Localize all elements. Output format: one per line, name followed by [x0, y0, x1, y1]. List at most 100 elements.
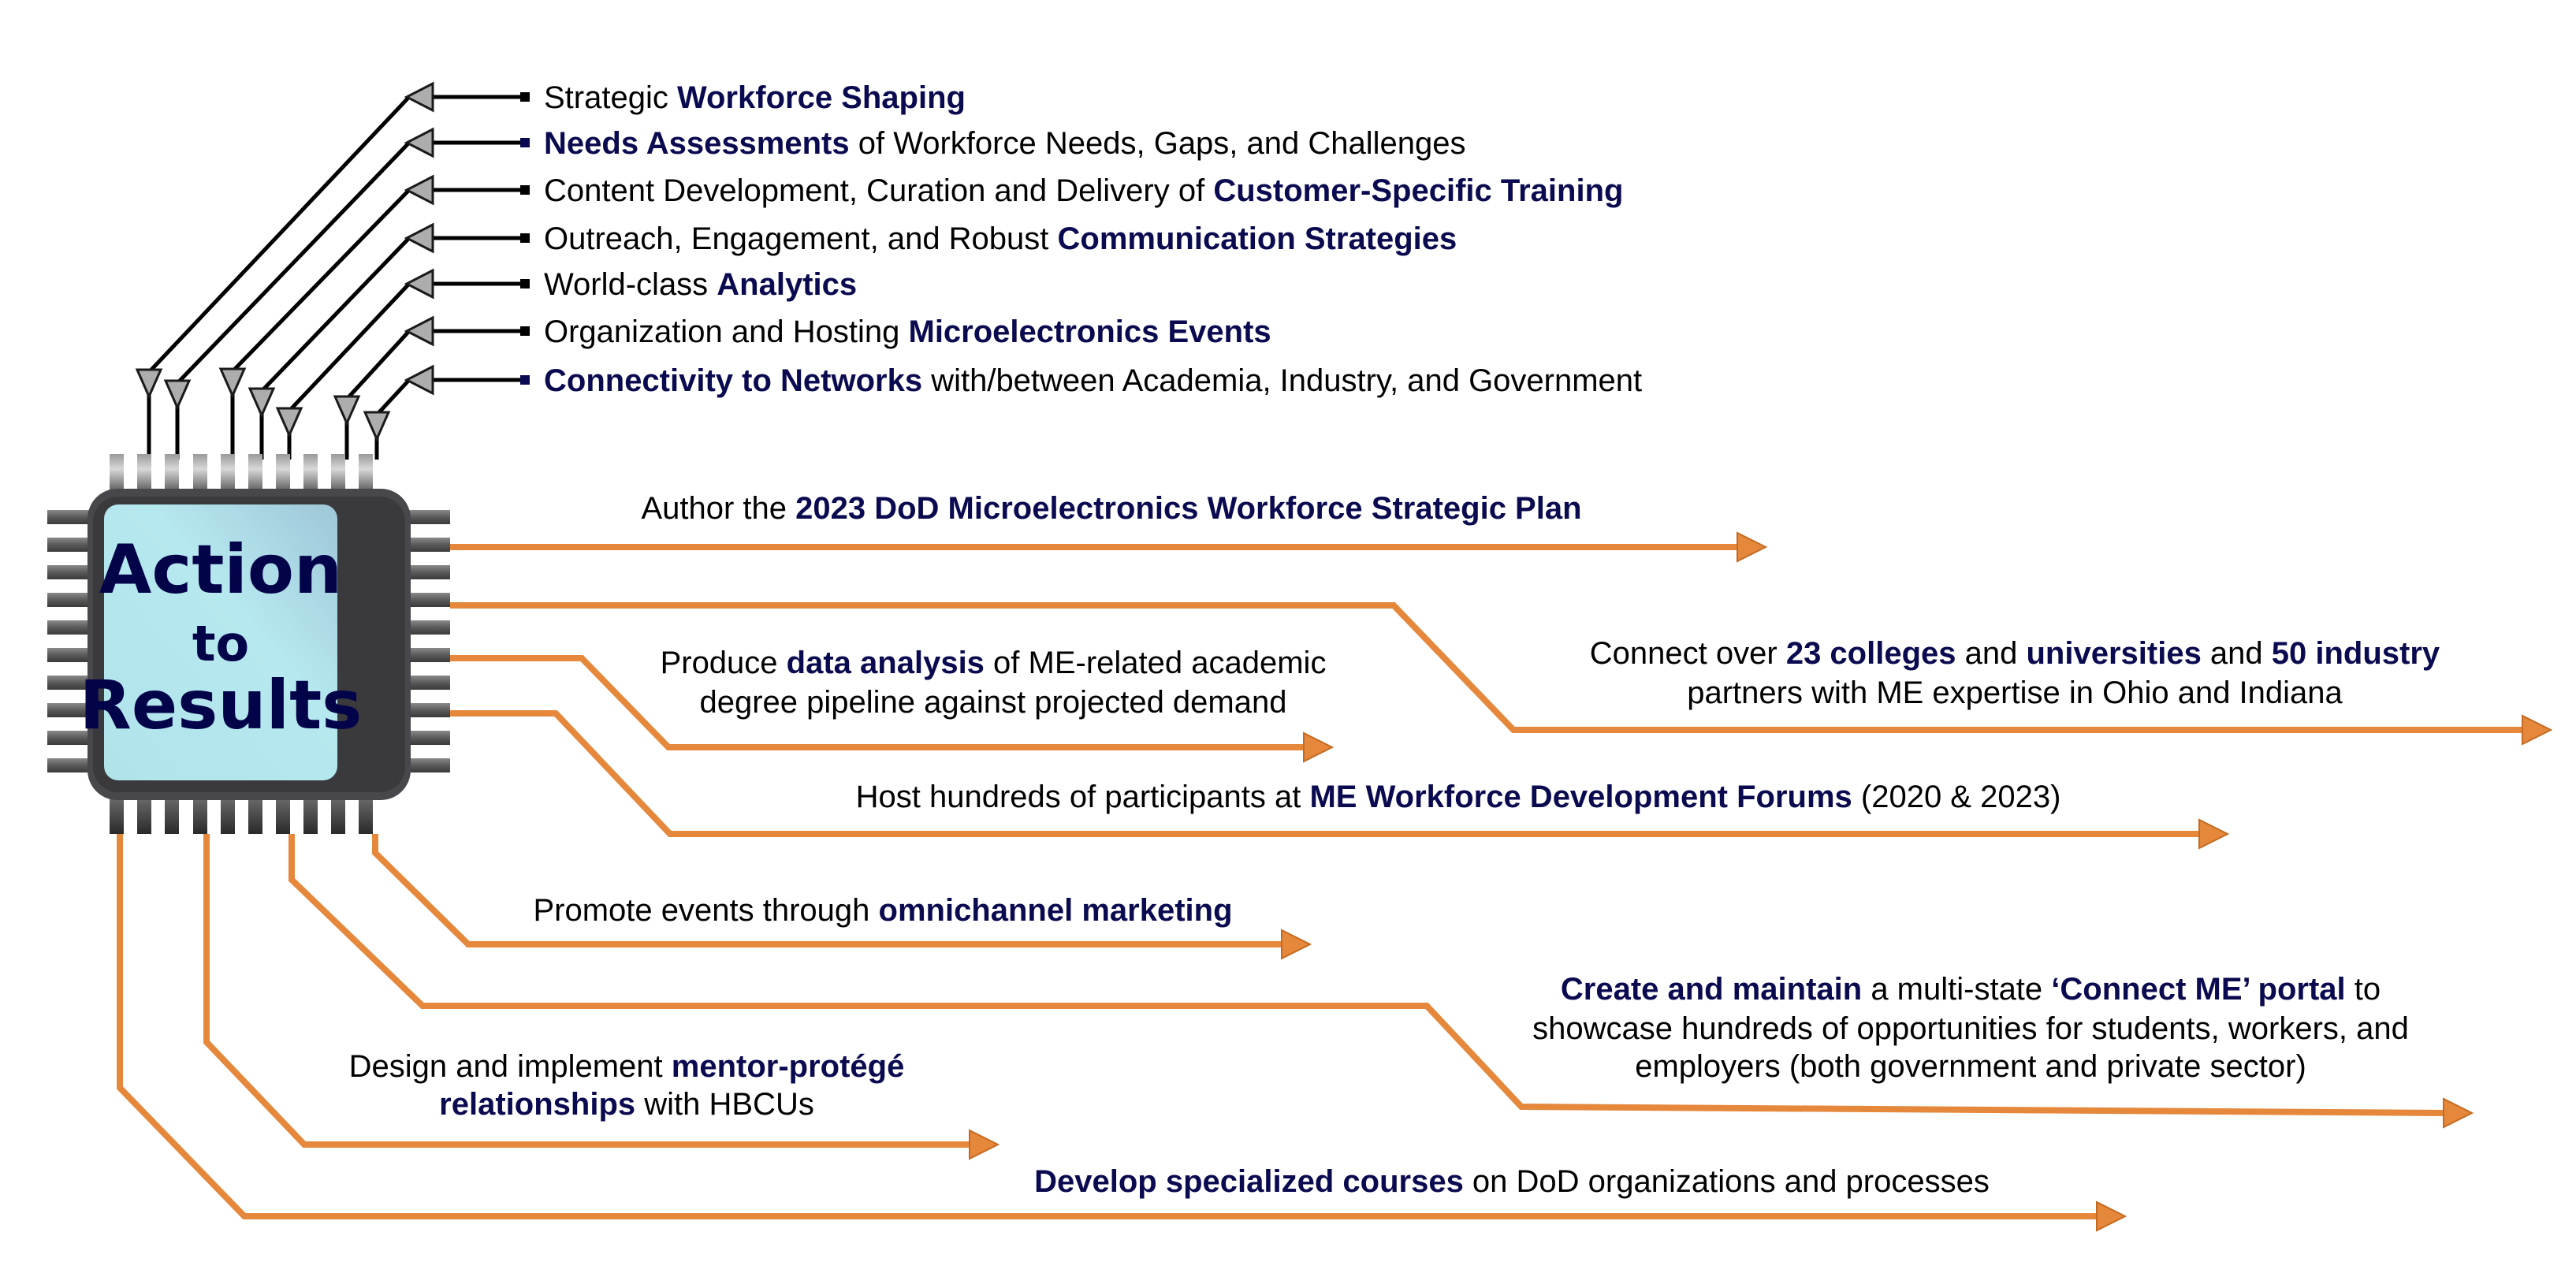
plain-text: and: [2202, 636, 2272, 671]
bullet-square-icon: [520, 138, 530, 147]
emphasis-text: mentor-protégé: [672, 1049, 905, 1084]
emphasis-text: Connectivity to Networks: [544, 363, 922, 398]
chip-pin-left: [47, 620, 91, 635]
antenna-triangle-icon: [404, 127, 434, 158]
chip-pin-top: [193, 454, 207, 492]
capability-item: World-class Analytics: [544, 267, 857, 302]
antenna-triangle-icon: [135, 368, 163, 400]
chip-pin-right: [406, 703, 450, 717]
result-item-line: Produce data analysis of ME-related acad…: [661, 646, 1327, 680]
chip-pin-right: [406, 538, 450, 552]
chip-pin-bottom: [359, 798, 373, 834]
antenna-triangle-icon: [404, 174, 434, 206]
bullet-square-icon: [520, 185, 530, 195]
antenna-triangle-icon: [404, 315, 434, 347]
emphasis-text: Analytics: [717, 267, 857, 302]
chip-icon: Action to Results: [47, 454, 450, 834]
chip-pin-top: [276, 454, 290, 492]
chip-pin-right: [406, 565, 450, 579]
chip-title-line1: Action: [99, 530, 342, 609]
emphasis-text: Develop specialized courses: [1034, 1164, 1464, 1199]
emphasis-text: 23 colleges: [1786, 636, 1956, 671]
plain-text: of Workforce Needs, Gaps, and Challenges: [850, 126, 1466, 161]
arrowhead-icon: [969, 1129, 1000, 1160]
plain-text: Connect over: [1590, 636, 1786, 671]
plain-text: (2020 & 2023): [1852, 780, 2061, 814]
chip-pin-bottom: [221, 798, 235, 834]
capability-item: Organization and Hosting Microelectronic…: [544, 315, 1271, 349]
plain-text: Host hundreds of participants at: [856, 780, 1310, 814]
bullet-square-icon: [520, 375, 530, 385]
antenna-triangle-icon: [363, 411, 391, 442]
plain-text: Author the: [641, 491, 795, 526]
chip-pin-left: [47, 703, 91, 717]
plain-text: showcase hundreds of opportunities for s…: [1532, 1011, 2409, 1046]
plain-text: Content Development, Curation and Delive…: [544, 173, 1213, 208]
result-connector-line: [117, 834, 2097, 1219]
result-item-line: Develop specialized courses on DoD organ…: [1034, 1164, 1990, 1199]
capability-connectors: [135, 81, 530, 460]
bullet-square-icon: [520, 326, 530, 336]
plain-text: on DoD organizations and processes: [1464, 1164, 1990, 1199]
result-connector-line: [203, 834, 970, 1148]
antenna-triangle-icon: [218, 367, 247, 399]
plain-text: a multi-state: [1862, 972, 2051, 1007]
chip-pin-top: [165, 454, 179, 492]
chip-pin-right: [406, 620, 450, 635]
plain-text: degree pipeline against projected demand: [700, 685, 1287, 720]
plain-text: Strategic: [544, 80, 677, 115]
chip-pins: [47, 454, 450, 834]
chip-pin-top: [110, 454, 124, 492]
chip-pin-top: [359, 454, 373, 492]
emphasis-text: Communication Strategies: [1058, 221, 1457, 256]
plain-text: Produce: [661, 646, 787, 680]
chip-pin-left: [47, 593, 91, 607]
emphasis-text: Microelectronics Events: [909, 315, 1271, 349]
chip-pin-top: [303, 454, 318, 492]
emphasis-text: universities: [2026, 636, 2201, 671]
result-item-line: Create and maintain a multi-state ‘Conne…: [1561, 972, 2381, 1007]
emphasis-text: Create and maintain: [1561, 972, 1862, 1007]
plain-text: and: [1956, 636, 2027, 671]
plain-text: Organization and Hosting: [544, 315, 909, 349]
antenna-triangle-icon: [275, 407, 303, 438]
plain-text: to: [2346, 972, 2381, 1007]
chip-pin-right: [406, 731, 450, 745]
arrowhead-icon: [1303, 731, 1335, 763]
chip-pin-left: [47, 648, 91, 662]
chip-pin-top: [137, 454, 151, 492]
result-item-line: employers (both government and private s…: [1635, 1049, 2306, 1084]
chip-pin-left: [47, 758, 91, 772]
chip-pin-right: [406, 510, 450, 524]
plain-text: partners with ME expertise in Ohio and I…: [1687, 676, 2343, 710]
chip-pin-bottom: [248, 798, 262, 834]
plain-text: with HBCUs: [635, 1087, 814, 1122]
result-item-line: Author the 2023 DoD Microelectronics Wor…: [641, 491, 1581, 526]
chip-pin-bottom: [303, 798, 318, 834]
chip-pin-bottom: [276, 798, 290, 834]
antenna-triangle-icon: [404, 222, 434, 254]
plain-text: with/between Academia, Industry, and Gov…: [922, 363, 1642, 398]
emphasis-text: Workforce Shaping: [677, 80, 966, 115]
emphasis-text: omnichannel marketing: [879, 893, 1233, 928]
plain-text: Design and implement: [349, 1049, 672, 1084]
result-item-line: Connect over 23 colleges and universitie…: [1590, 636, 2440, 671]
chip-title-line2: to: [192, 615, 249, 672]
result-connector-line: [450, 655, 1305, 750]
emphasis-text: relationships: [439, 1087, 635, 1122]
result-item-line: showcase hundreds of opportunities for s…: [1532, 1011, 2409, 1046]
plain-text: World-class: [544, 267, 717, 302]
result-connectors: [117, 531, 2553, 1232]
result-connector-line: [450, 710, 2199, 837]
chip-pin-top: [248, 454, 262, 492]
chip-pin-right: [406, 758, 450, 772]
chip-pin-left: [47, 676, 91, 690]
emphasis-text: 2023 DoD Microelectronics Workforce Stra…: [795, 491, 1581, 526]
plain-text: Promote events through: [533, 893, 878, 928]
capability-item: Connectivity to Networks with/between Ac…: [544, 363, 1642, 398]
plain-text: of ME-related academic: [985, 646, 1327, 680]
chip-pin-left: [47, 538, 91, 552]
plain-text: Outreach, Engagement, and Robust: [544, 221, 1058, 256]
result-connector-line: [450, 602, 2522, 733]
